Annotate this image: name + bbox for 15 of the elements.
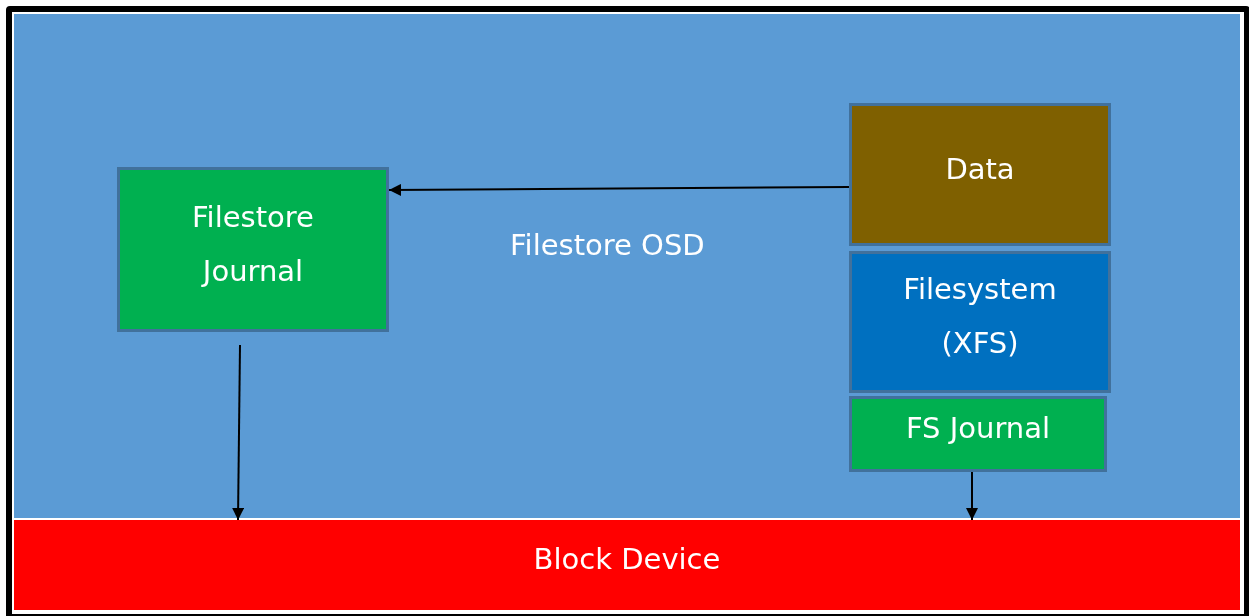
box-label: Block Device	[532, 541, 722, 579]
component-box	[849, 103, 1111, 246]
arrow	[232, 344, 245, 521]
component-box	[116, 167, 389, 332]
osd-panel	[14, 14, 1240, 518]
component-box	[849, 250, 1111, 393]
arrow	[966, 471, 978, 521]
component-box	[849, 395, 1107, 472]
device-bar	[14, 520, 1240, 610]
box-label: Filestore Journal	[191, 198, 315, 290]
panel-label: Filestore OSD	[510, 228, 705, 262]
box-label: FS Journal	[904, 410, 1052, 448]
box-label: Data	[944, 150, 1016, 188]
box-label: Filesystem (XFS)	[902, 271, 1058, 362]
arrow	[388, 183, 850, 196]
